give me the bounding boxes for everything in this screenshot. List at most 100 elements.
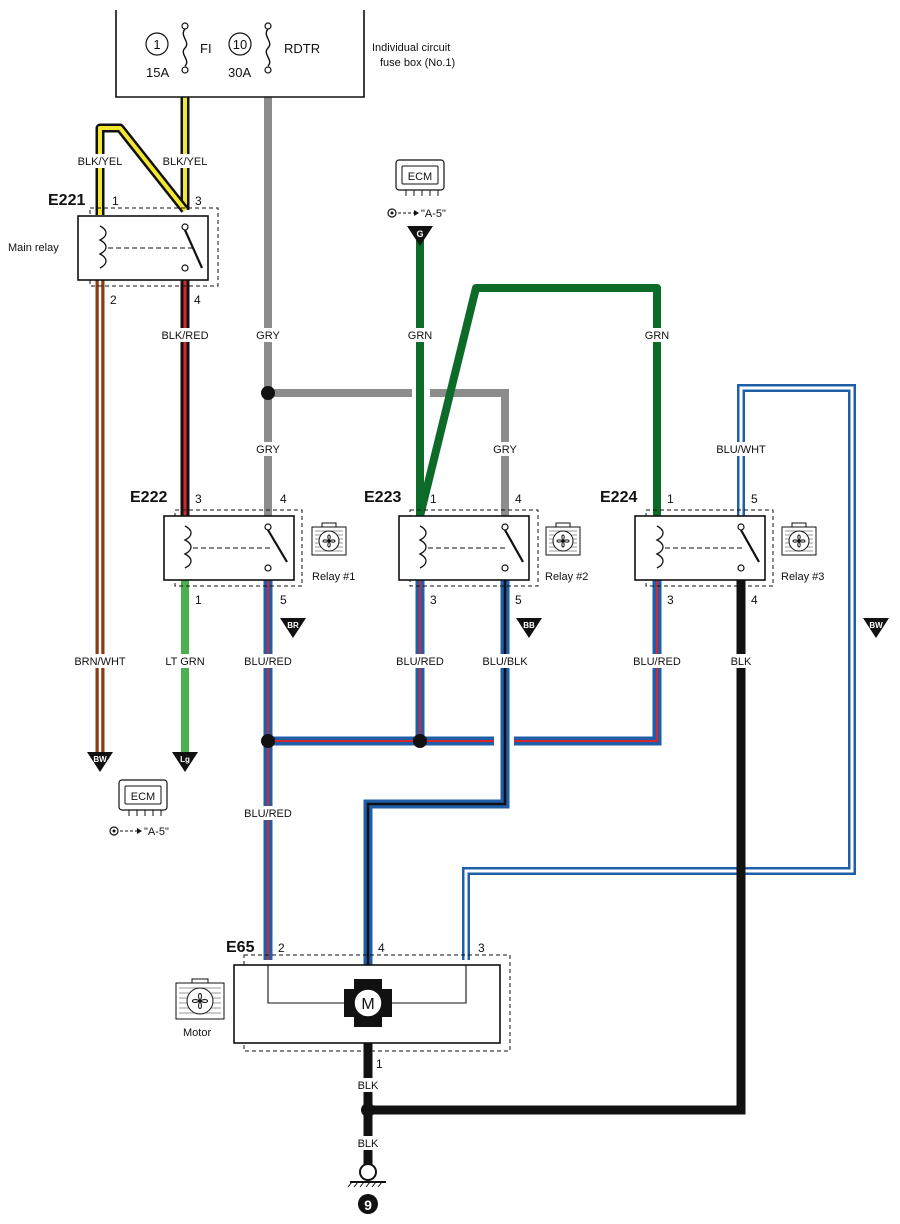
motor-pin3: 3 — [478, 941, 485, 955]
fan-icon — [311, 522, 347, 556]
wire-label-blu-red-3: BLU/RED — [633, 656, 681, 668]
wire-label-blk-ground: BLK — [358, 1138, 379, 1150]
fusebox-label-line2: fuse box (No.1) — [380, 57, 455, 69]
motor-connector: E65 — [226, 939, 255, 956]
ground-number: 9 — [364, 1197, 372, 1213]
relay1-coil-icon — [183, 525, 192, 569]
wires — [95, 40, 856, 1168]
relay1-label: Relay #1 — [312, 571, 355, 583]
wire-label-grn-left: GRN — [408, 330, 433, 342]
ecm-bottom-ref: "A-5" — [144, 826, 169, 838]
relay3-pin-bottom-right: 4 — [751, 593, 758, 607]
relay3-pin-top-right: 5 — [751, 492, 758, 506]
lg-marker-triangle — [172, 752, 198, 772]
fuse2-symbol-icon — [264, 22, 272, 74]
ecm-top-label: ECM — [408, 171, 432, 183]
relay1-switch-icon — [267, 529, 288, 563]
motor-pin1: 1 — [376, 1057, 383, 1071]
relay1-marker: BR — [287, 621, 299, 630]
ecm-bottom — [118, 779, 168, 816]
fuse2-number-circle — [228, 32, 252, 56]
motor-pin4: 4 — [378, 941, 385, 955]
relay2-marker-triangle — [516, 618, 542, 638]
main-relay-pin1: 1 — [112, 194, 119, 208]
relay2-connector: E223 — [364, 489, 401, 506]
motor-label: Motor — [183, 1027, 211, 1039]
main-relay-switch-icon — [183, 229, 204, 269]
relay1-pin-bottom-left: 1 — [195, 593, 202, 607]
wire-label-brn-wht: BRN/WHT — [74, 656, 126, 668]
junction-blk — [361, 1103, 375, 1117]
relay3 — [634, 509, 774, 587]
fuse1-symbol-icon — [181, 22, 189, 74]
relay2-switch-icon — [504, 529, 524, 563]
fuse1-number: 1 — [153, 37, 160, 52]
relay2-pin-top-right: 4 — [515, 492, 522, 506]
wire-labels: BLK/YEL BLK/YEL BLK/RED GRY GRY GRY GRN … — [74, 154, 767, 1150]
main-relay-pin2: 2 — [110, 293, 117, 307]
wire-label-blu-red-lower: BLU/RED — [244, 808, 292, 820]
fuse2-name: RDTR — [284, 41, 320, 56]
ecm-top-marker-triangle — [407, 226, 433, 246]
ground-icon — [347, 1163, 386, 1214]
eye-icon — [387, 208, 419, 218]
fuse2-number: 10 — [233, 37, 247, 52]
relay1 — [163, 509, 303, 587]
ecm-top — [395, 159, 445, 196]
relay1-connector: E222 — [130, 489, 167, 506]
fan-icon — [781, 522, 817, 556]
wire-blu-red — [263, 580, 662, 960]
motor-pin2: 2 — [278, 941, 285, 955]
fuse-box: 1 FI 15A 10 RDTR 30A — [115, 10, 365, 98]
main-relay-label: Main relay — [8, 242, 59, 254]
main-relay-coil-icon — [98, 225, 107, 269]
wire-blk-yel-branch — [95, 123, 189, 215]
relay3-coil-icon — [655, 525, 664, 569]
bw-marker-left: BW — [93, 755, 107, 764]
wire-label-blu-wht: BLU/WHT — [716, 444, 766, 456]
relay2 — [398, 509, 539, 587]
wire-label-blk-yel-right: BLK/YEL — [163, 156, 208, 168]
motor — [233, 954, 511, 1052]
fuse2-rating: 30A — [228, 65, 251, 80]
bw-marker-right-triangle — [863, 618, 889, 638]
relay3-label: Relay #3 — [781, 571, 824, 583]
motor-symbol: M — [361, 996, 374, 1013]
fuse1-name: FI — [200, 41, 212, 56]
main-relay-pin4: 4 — [194, 293, 201, 307]
relay3-pin-bottom-left: 3 — [667, 593, 674, 607]
wire-label-lt-grn: LT GRN — [165, 656, 204, 668]
wire-label-blk-yel-left: BLK/YEL — [78, 156, 123, 168]
wire-label-blk-relay3: BLK — [731, 656, 752, 668]
relay3-pin-top-left: 1 — [667, 492, 674, 506]
fan-icon — [545, 522, 581, 556]
relay2-coil-icon — [418, 525, 427, 569]
junction-gry — [261, 386, 275, 400]
wire-blu-wht — [462, 384, 856, 960]
ecm-top-ref: "A-5" — [421, 208, 446, 220]
wire-label-gry-upper: GRY — [256, 330, 280, 342]
relay2-label: Relay #2 — [545, 571, 588, 583]
wire-label-blu-red-2: BLU/RED — [396, 656, 444, 668]
relay2-pin-bottom-left: 3 — [430, 593, 437, 607]
relay1-pin-top-right: 4 — [280, 492, 287, 506]
fusebox-label-line1: Individual circuit — [372, 42, 450, 54]
wire-grn — [416, 240, 661, 517]
bw-marker-right: BW — [869, 621, 883, 630]
relay1-pin-top-left: 3 — [195, 492, 202, 506]
ecm-top-marker: G — [416, 229, 423, 239]
lg-marker: Lg — [180, 755, 190, 764]
fuse1-rating: 15A — [146, 65, 169, 80]
eye-icon — [109, 826, 142, 836]
main-relay-connector: E221 — [48, 192, 85, 209]
fuse1-number-circle — [145, 32, 169, 56]
relay2-marker: BB — [523, 621, 535, 630]
relay3-connector: E224 — [600, 489, 637, 506]
relay1-pin-bottom-right: 5 — [280, 593, 287, 607]
relay1-marker-triangle — [280, 618, 306, 638]
fan-icon — [175, 978, 225, 1020]
bw-marker-left-triangle — [87, 752, 113, 772]
ecm-bottom-label: ECM — [131, 791, 155, 803]
wire-label-grn-right: GRN — [645, 330, 670, 342]
